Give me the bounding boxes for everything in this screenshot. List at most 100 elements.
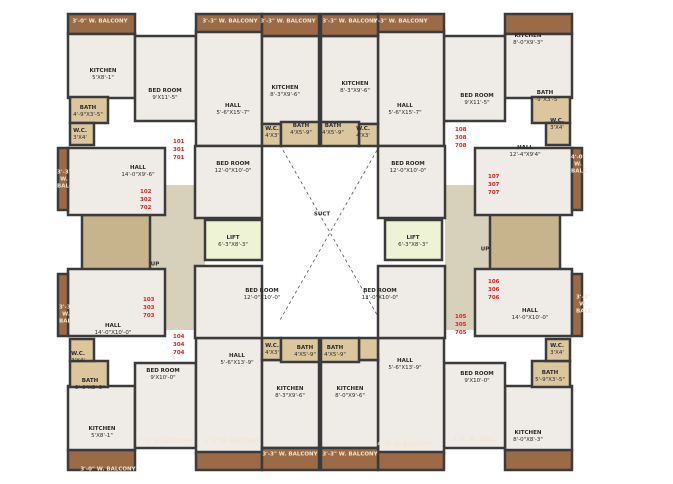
room-name: BATH: [324, 123, 342, 129]
room-name: SUCT: [313, 211, 331, 218]
room-size: 9'X10'-0": [464, 378, 490, 384]
room-size: 9'X10'-0": [150, 375, 176, 381]
bath: [530, 95, 572, 125]
lift: [383, 218, 444, 262]
balcony: [56, 146, 70, 212]
bedroom: [376, 144, 447, 220]
room-name: 3'-3" W. BALC.: [57, 169, 76, 190]
room-name: 3'-3" W. BALCONY: [202, 18, 258, 25]
room-name: 3'-3" W. BALCONY: [137, 438, 193, 445]
room-label: W.C.4'X3': [356, 126, 370, 140]
room-size: 3'X4': [550, 350, 564, 356]
unit-number-label: 105 305 705: [455, 313, 466, 337]
room-label: SUCT: [314, 212, 330, 219]
room-name: BATH: [296, 345, 314, 351]
hall: [194, 336, 264, 456]
unit-number-label: 103 303 703: [143, 296, 154, 320]
room-name: 4'-0" W. BALCONY: [377, 441, 433, 448]
room-size: 8'-3"X9'-6": [270, 92, 300, 98]
staircase: [488, 208, 562, 272]
room-name: 106 306 706: [488, 279, 500, 301]
wc: [68, 121, 96, 147]
room-label: 3'-3" W. BALCONY: [372, 19, 427, 26]
room-name: 102 302 702: [140, 189, 152, 211]
room-name: BED ROOM: [216, 161, 250, 167]
room-label: 3'-3" W. BALC.: [57, 170, 75, 191]
room-size: 8'-0"X8'-3": [513, 437, 543, 443]
room-size: 5'-9"X3'-5": [75, 385, 105, 391]
room-label: 4'-0" W. BALCONY: [377, 442, 432, 449]
room-label: 3'-0" W. BALCONY: [72, 19, 127, 26]
hall: [66, 146, 167, 217]
room-name: KITCHEN: [88, 426, 116, 432]
room-name: UP: [150, 261, 160, 268]
room-size: 5'-6"X15'-7": [388, 110, 422, 116]
room-name: KITCHEN: [336, 386, 364, 392]
room-label: UP: [151, 262, 160, 269]
wc: [357, 336, 380, 362]
room-size: 14'-0"X10'-0": [94, 330, 132, 336]
room-name: BED ROOM: [245, 288, 279, 294]
unit-number-label: 108 308 708: [455, 126, 466, 150]
room-label: UP: [481, 247, 490, 254]
room-size: 3'X4': [550, 125, 564, 131]
room-size: 4'X5'-9": [290, 130, 312, 136]
balcony: [319, 12, 380, 38]
room-size: 4'X3': [265, 133, 279, 139]
room-label: W.C.4'X3': [265, 126, 279, 140]
room-name: BATH: [81, 378, 99, 384]
room-name: 4'-0" W. BALC.: [571, 154, 590, 175]
room-size: 3'X4': [71, 358, 85, 364]
room-size: 5'X8'-1": [91, 433, 113, 439]
kitchen: [66, 32, 137, 100]
bath: [68, 95, 110, 125]
balcony: [570, 272, 584, 338]
room-label: W.C.3'X4': [71, 351, 85, 365]
room-size: 4'X3': [356, 133, 370, 139]
room-size: 14'-0"X9'-6": [121, 172, 155, 178]
room-name: BED ROOM: [391, 161, 425, 167]
room-name: W.C.: [265, 343, 279, 349]
wc: [544, 337, 572, 363]
room-name: 101 301 701: [173, 139, 185, 161]
room-name: BED ROOM: [363, 288, 397, 294]
balcony: [319, 446, 380, 472]
room-name: 104 304 704: [173, 334, 185, 356]
kitchen: [260, 358, 321, 450]
room-name: 3'-3" W. BALCONY: [372, 18, 428, 25]
kitchen: [319, 34, 380, 126]
room-size: 9'X11'-5": [152, 95, 178, 101]
room-label: W.C.3'X4': [550, 343, 564, 357]
unit-number-label: 106 306 706: [488, 278, 500, 302]
room-name: HALL: [130, 165, 146, 171]
room-label: W.C.3'X4': [550, 118, 564, 132]
room-name: 107 307 707: [488, 174, 500, 196]
room-name: BATH: [536, 90, 554, 96]
room-label: 4'-0" W. BALC.: [571, 155, 589, 176]
lift: [203, 218, 264, 262]
room-size: 12'-0"X10'-0": [243, 295, 281, 301]
bedroom: [376, 264, 447, 340]
bath: [279, 336, 321, 364]
room-name: BED ROOM: [460, 371, 494, 377]
hall: [473, 146, 574, 217]
room-size: 5'-9"X3'-5": [530, 97, 560, 103]
balcony: [570, 146, 584, 212]
room-name: W.C.: [73, 128, 87, 134]
